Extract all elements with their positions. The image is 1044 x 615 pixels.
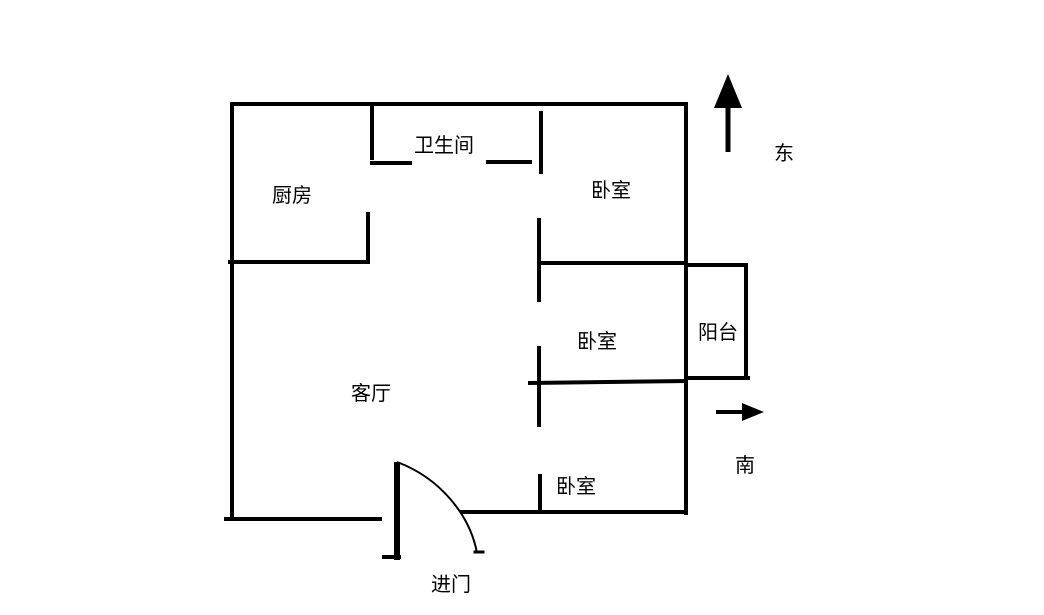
south-arrow-icon bbox=[716, 403, 764, 421]
room-label-bedroom-middle: 卧室 bbox=[577, 329, 617, 353]
east-arrow-icon bbox=[714, 74, 742, 152]
compass-east-label: 东 bbox=[774, 141, 794, 165]
room-label-balcony: 阳台 bbox=[698, 320, 738, 344]
room-label-living-room: 客厅 bbox=[351, 381, 391, 405]
bedroom-divider-lower bbox=[527, 378, 689, 386]
outer-walls bbox=[224, 102, 688, 521]
door-swing-arc bbox=[396, 461, 478, 554]
room-label-bathroom: 卫生间 bbox=[414, 133, 474, 157]
compass-south-label: 南 bbox=[735, 453, 755, 477]
room-label-bedroom-top: 卧室 bbox=[591, 178, 631, 202]
room-label-kitchen: 厨房 bbox=[272, 183, 312, 207]
room-label-bedroom-bottom: 卧室 bbox=[556, 474, 596, 498]
entrance-label: 进门 bbox=[431, 572, 471, 596]
interior-walls bbox=[228, 102, 689, 514]
entrance-door bbox=[382, 461, 485, 560]
balcony-walls bbox=[684, 263, 750, 380]
